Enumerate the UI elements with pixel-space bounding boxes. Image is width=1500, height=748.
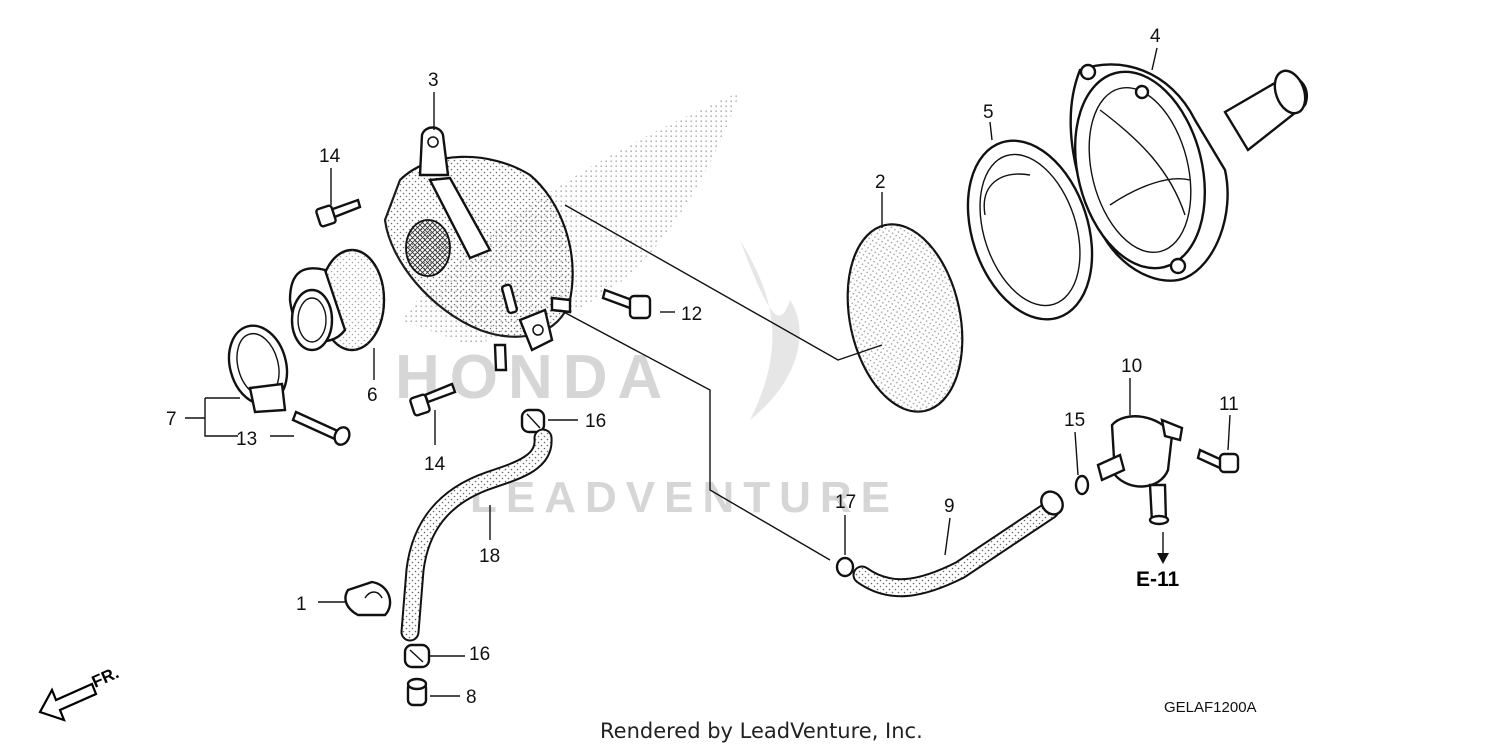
- cover-seal: [966, 139, 1094, 321]
- callout-10: 10: [1121, 356, 1142, 377]
- callout-4: 4: [1150, 26, 1161, 47]
- leader-lines: [185, 47, 1231, 697]
- watermark-dealer: LEADVENTURE: [470, 473, 899, 522]
- screw-11: [1196, 448, 1240, 474]
- callout-2: 2: [875, 172, 886, 193]
- air-cleaner-cover: [1069, 63, 1308, 282]
- clip-17: [835, 556, 855, 578]
- section-reference: E-11: [1136, 568, 1180, 591]
- clip-16-lower: [403, 643, 431, 669]
- front-direction-label: FR.: [89, 663, 122, 691]
- reference-arrow-icon: [1157, 553, 1169, 564]
- callout-16-lower: 16: [469, 644, 490, 665]
- breather-separator: [1096, 415, 1184, 526]
- front-direction-arrow-icon: [38, 682, 98, 722]
- diagram-code: GELAF1200A: [1164, 699, 1257, 716]
- watermark-brand: HONDA: [395, 343, 672, 412]
- hose-holder: [344, 580, 392, 617]
- callout-16-upper: 16: [585, 411, 606, 432]
- callout-5: 5: [983, 102, 994, 123]
- clip-15: [1074, 474, 1090, 496]
- callout-8: 8: [466, 687, 477, 708]
- callout-17: 17: [835, 492, 856, 513]
- drain-plug: [406, 677, 428, 707]
- callout-9: 9: [944, 496, 955, 517]
- band-screw: [291, 410, 351, 446]
- footer-credit: Rendered by LeadVenture, Inc.: [600, 719, 923, 743]
- callout-14-upper: 14: [319, 146, 341, 167]
- callout-7: 7: [166, 409, 177, 430]
- callout-18: 18: [479, 546, 500, 567]
- drain-hose: [400, 428, 553, 642]
- front-direction-indicator: FR.: [38, 663, 122, 722]
- air-cleaner-case: [383, 126, 574, 372]
- callout-1: 1: [296, 594, 307, 615]
- callout-3: 3: [428, 70, 439, 91]
- connecting-tube: [288, 248, 386, 352]
- breather-hose: [852, 490, 1064, 598]
- callout-15: 15: [1064, 410, 1085, 431]
- callout-6: 6: [367, 385, 378, 406]
- callout-14-lower: 14: [424, 454, 446, 475]
- tube-band: [227, 324, 289, 414]
- bolt-12: [601, 288, 652, 320]
- callout-12: 12: [681, 304, 702, 325]
- callout-13: 13: [236, 429, 257, 450]
- flame-watermark: [740, 240, 800, 420]
- air-filter-element: [846, 223, 964, 413]
- bolt-14-upper: [315, 198, 362, 228]
- clip-16-upper: [520, 408, 546, 434]
- callout-11: 11: [1219, 394, 1239, 415]
- bolt-14-lower: [409, 382, 457, 417]
